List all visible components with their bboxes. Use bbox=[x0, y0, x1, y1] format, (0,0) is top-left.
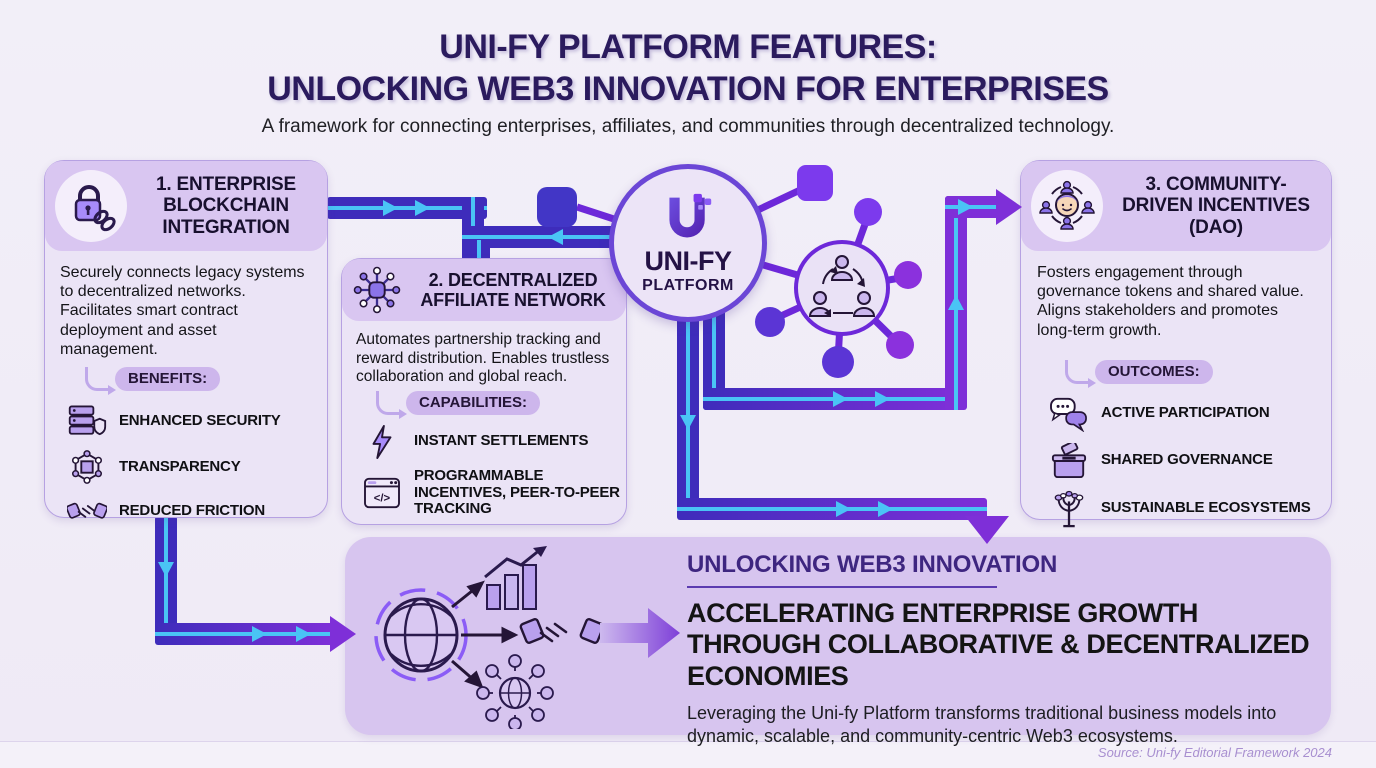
flow-arrow-icon bbox=[296, 626, 311, 642]
pipe-card1-to-bottom bbox=[155, 623, 333, 645]
flow-arrow-icon bbox=[158, 562, 174, 577]
card1-item-label: TRANSPARENCY bbox=[119, 457, 241, 475]
round-node-icon bbox=[894, 261, 922, 289]
flow-arrow-icon bbox=[415, 200, 430, 216]
card3-item-label: SUSTAINABLE ECOSYSTEMS bbox=[1101, 499, 1311, 517]
card-community-dao: 3. COMMUNITY-DRIVEN INCENTIVES (DAO) Fos… bbox=[1020, 160, 1332, 527]
plant-icon bbox=[1054, 490, 1084, 527]
bottom-eyebrow: UNLOCKING WEB3 INNOVATION bbox=[687, 551, 1058, 578]
eyebrow-underline bbox=[687, 586, 997, 588]
card3-icon-badge bbox=[1031, 170, 1103, 242]
chat-bubbles-icon bbox=[1050, 397, 1087, 432]
center-node-name: UNI-FY bbox=[644, 245, 733, 276]
code-window-icon: </> bbox=[364, 477, 400, 509]
bottom-heading: ACCELERATING ENTERPRISE GROWTH THROUGH C… bbox=[687, 598, 1310, 691]
page-title: UNI-FY PLATFORM FEATURES: UNLOCKING WEB3… bbox=[0, 26, 1376, 110]
flow-arrow-icon bbox=[680, 415, 696, 430]
source-attribution: Source: Uni-fy Editorial Framework 2024 bbox=[1097, 745, 1332, 760]
round-node-icon bbox=[822, 346, 854, 378]
people-cycle-icon bbox=[808, 255, 876, 317]
card3-body: Fosters engagement through governance to… bbox=[1037, 264, 1304, 339]
page-subtitle: A framework for connecting enterprises, … bbox=[261, 116, 1115, 137]
square-node-icon bbox=[797, 165, 833, 201]
pipe-down2-right bbox=[703, 388, 955, 410]
lock-chain-icon bbox=[74, 185, 116, 232]
bottom-illustration bbox=[374, 546, 605, 729]
ballot-box-icon bbox=[1051, 442, 1087, 478]
card1-body: Securely connects legacy systems to dece… bbox=[60, 264, 305, 358]
flow-arrow-icon bbox=[383, 200, 398, 216]
elbow-arrow-icon bbox=[85, 366, 116, 395]
card2-list-label: CAPABILITIES: bbox=[406, 390, 541, 415]
round-node-icon bbox=[854, 198, 882, 226]
pipe-card1-to-center bbox=[327, 197, 487, 219]
card1-header: 1. ENTERPRISE BLOCKCHAIN INTEGRATION bbox=[45, 161, 327, 251]
card2-body: Automates partnership tracking and rewar… bbox=[356, 331, 610, 386]
flow-arrow-icon bbox=[878, 501, 893, 517]
card1-list-label: BENEFITS: bbox=[115, 366, 221, 391]
pipe-down1-right bbox=[677, 498, 987, 520]
flow-arrow-icon bbox=[548, 229, 563, 245]
arrowhead-into-bottom-left-icon bbox=[330, 616, 356, 652]
pipe-card1-down bbox=[155, 516, 177, 640]
page-title-line2: UNLOCKING WEB3 INNOVATION FOR ENTERPRISE… bbox=[267, 70, 1109, 108]
lightning-icon bbox=[372, 424, 392, 459]
card3-title: 3. COMMUNITY-DRIVEN INCENTIVES (DAO) bbox=[1122, 173, 1310, 238]
flow-arrow-icon bbox=[833, 391, 848, 407]
square-node-icon bbox=[537, 187, 577, 227]
handshake-icon bbox=[67, 502, 107, 519]
community-network-icon bbox=[476, 654, 554, 729]
card3-item-label: ACTIVE PARTICIPATION bbox=[1101, 404, 1270, 422]
bottom-summary-panel: UNLOCKING WEB3 INNOVATION ACCELERATING E… bbox=[345, 537, 1331, 746]
card3-header: 3. COMMUNITY-DRIVEN INCENTIVES (DAO) bbox=[1021, 161, 1331, 251]
center-node-subname: PLATFORM bbox=[642, 276, 734, 294]
card2-header: 2. DECENTRALIZED AFFILIATE NETWORK bbox=[342, 259, 626, 321]
arrowhead-into-card3-icon bbox=[996, 189, 1022, 225]
community-icon bbox=[1039, 180, 1095, 230]
handshake-icon bbox=[519, 618, 605, 644]
flow-arrow-icon bbox=[948, 295, 964, 310]
card1-icon-badge bbox=[55, 170, 127, 242]
card1-title: 1. ENTERPRISE BLOCKCHAIN INTEGRATION bbox=[156, 173, 296, 238]
globe-icon bbox=[374, 588, 468, 682]
bottom-body: Leveraging the Uni-fy Platform transform… bbox=[687, 702, 1277, 746]
flow-arrow-icon bbox=[836, 501, 851, 517]
flow-arrow-icon bbox=[875, 391, 890, 407]
card-enterprise-blockchain: 1. ENTERPRISE BLOCKCHAIN INTEGRATION Sec… bbox=[44, 160, 328, 519]
arrowhead-into-bottom-icon bbox=[965, 516, 1009, 544]
card2-title: 2. DECENTRALIZED AFFILIATE NETWORK bbox=[420, 269, 606, 310]
elbow-arrow-icon bbox=[1065, 359, 1096, 388]
pipe-center-down-1 bbox=[677, 305, 699, 515]
footer-strip bbox=[0, 741, 1376, 768]
growth-chart-icon bbox=[484, 546, 547, 610]
round-node-icon bbox=[886, 331, 914, 359]
hub-network-icon bbox=[353, 266, 401, 314]
card3-list-label: OUTCOMES: bbox=[1095, 359, 1213, 384]
page-title-line1: UNI-FY PLATFORM FEATURES: bbox=[439, 28, 937, 66]
unify-logo-icon bbox=[669, 193, 712, 237]
svg-text:</>: </> bbox=[374, 492, 391, 504]
card1-item-label: ENHANCED SECURITY bbox=[119, 411, 281, 429]
cube-network-icon bbox=[71, 450, 103, 484]
card2-item-label: INSTANT SETTLEMENTS bbox=[414, 432, 589, 450]
pipe-center-down-2 bbox=[703, 305, 725, 410]
flow-arrow-icon bbox=[958, 199, 973, 215]
card-affiliate-network: 2. DECENTRALIZED AFFILIATE NETWORK Autom… bbox=[341, 258, 627, 525]
center-platform-node: UNI-FY PLATFORM bbox=[609, 164, 767, 322]
card2-item-label: PROGRAMMABLE INCENTIVES, PEER-TO-PEER TR… bbox=[414, 466, 620, 518]
flow-arrow-icon bbox=[252, 626, 267, 642]
gradient-arrow-icon bbox=[600, 608, 680, 658]
elbow-arrow-icon bbox=[376, 390, 407, 419]
round-node-icon bbox=[755, 307, 785, 337]
card1-item-label: REDUCED FRICTION bbox=[119, 501, 265, 519]
server-shield-icon bbox=[68, 405, 107, 436]
pipe-center-to-card2 bbox=[462, 226, 617, 248]
card3-item-label: SHARED GOVERNANCE bbox=[1101, 451, 1273, 469]
